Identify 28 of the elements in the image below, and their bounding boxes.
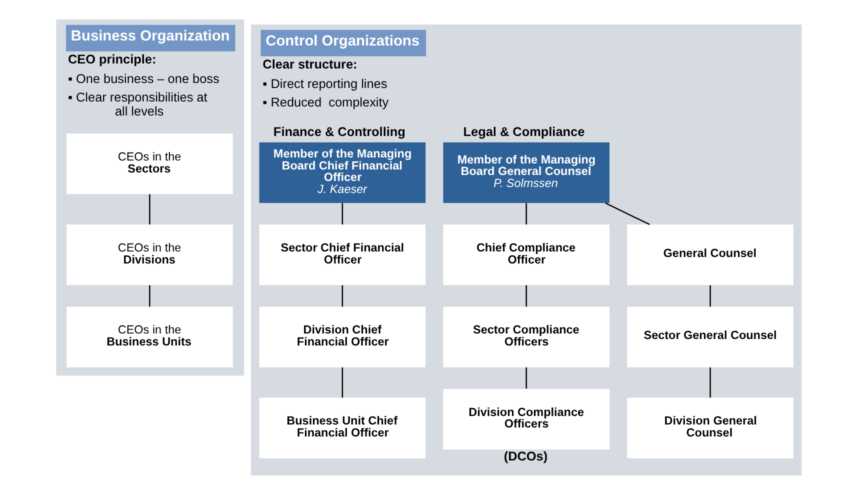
- node-box: CEOs in the Business Units: [66, 306, 232, 368]
- node-box: Chief Compliance Officer: [442, 224, 609, 286]
- node-box: Sector Chief Financial Officer: [258, 224, 426, 286]
- node-box: CEOs in the Divisions: [66, 224, 232, 286]
- connector: [341, 285, 343, 307]
- connector: [148, 285, 150, 307]
- node-box: Member of the Managing Board General Counsel P. Solmssen: [442, 142, 609, 203]
- node-label: Finance & Controlling: [272, 124, 405, 139]
- node-box: Sector General Counsel: [626, 306, 793, 368]
- connector: [709, 285, 710, 307]
- node-label: Legal & Compliance: [462, 124, 584, 139]
- node-box: Division Compliance Officers: [442, 388, 609, 450]
- connector: [525, 285, 526, 307]
- node-box: Business Unit Chief Financial Officer: [258, 398, 426, 458]
- connector: [341, 203, 343, 224]
- node-box: Sector Compliance Officers: [442, 306, 609, 368]
- node-box: CEOs in the Sectors: [66, 134, 232, 194]
- connector: [525, 203, 526, 224]
- connector: [604, 202, 650, 226]
- node-box: Division Chief Financial Officer: [258, 306, 426, 368]
- node-box: Member of the Managing Board Chief Financial Officer J. Kaeser: [258, 142, 426, 203]
- node-box: Division General Counsel: [626, 398, 793, 458]
- connector: [341, 367, 343, 398]
- connector: [709, 367, 710, 398]
- connector: [148, 194, 150, 224]
- connector: [525, 367, 526, 389]
- node-label: (DCOs): [503, 448, 548, 464]
- node-box: General Counsel: [626, 224, 793, 286]
